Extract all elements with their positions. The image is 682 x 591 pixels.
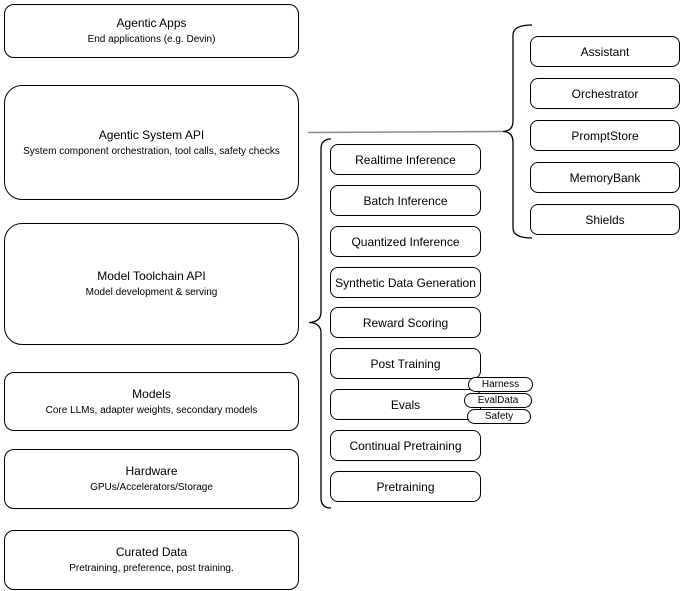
node-label: Quantized Inference bbox=[351, 234, 460, 249]
pill-label: Safety bbox=[484, 411, 514, 422]
toolchain-curly-brace-icon bbox=[308, 138, 332, 509]
node-label: Shields bbox=[585, 212, 625, 227]
node-title: Curated Data bbox=[115, 545, 188, 559]
node-pretraining: Pretraining bbox=[330, 471, 481, 502]
system-api-connector-line bbox=[307, 130, 504, 134]
node-reward-scoring: Reward Scoring bbox=[330, 307, 481, 338]
node-label: Orchestrator bbox=[571, 86, 639, 101]
pill-evaldata: EvalData bbox=[464, 393, 532, 408]
node-label: Continual Pretraining bbox=[349, 438, 462, 453]
node-title: Model Toolchain API bbox=[97, 269, 206, 283]
node-curated-data: Curated Data Pretraining, preference, po… bbox=[4, 530, 299, 590]
node-label: Evals bbox=[390, 397, 421, 412]
node-synthetic-data-generation: Synthetic Data Generation bbox=[330, 267, 481, 298]
node-label: MemoryBank bbox=[569, 170, 641, 185]
node-label: Synthetic Data Generation bbox=[335, 275, 476, 290]
node-shields: Shields bbox=[530, 204, 680, 235]
node-subtitle: End applications (e.g. Devin) bbox=[87, 34, 216, 45]
node-title: Models bbox=[132, 386, 171, 401]
node-hardware: Hardware GPUs/Accelerators/Storage bbox=[4, 449, 299, 509]
node-title: Hardware bbox=[125, 464, 178, 478]
components-curly-brace-icon bbox=[502, 24, 533, 239]
node-label: PromptStore bbox=[571, 128, 639, 143]
node-post-training: Post Training bbox=[330, 348, 481, 379]
node-models: Models Core LLMs, adapter weights, secon… bbox=[4, 372, 299, 431]
node-title: Agentic System API bbox=[98, 127, 205, 142]
pill-label: Harness bbox=[481, 379, 520, 390]
node-promptstore: PromptStore bbox=[530, 120, 680, 151]
node-subtitle: Core LLMs, adapter weights, secondary mo… bbox=[45, 404, 258, 416]
node-label: Realtime Inference bbox=[355, 152, 456, 167]
node-assistant: Assistant bbox=[530, 36, 680, 67]
node-orchestrator: Orchestrator bbox=[530, 78, 680, 109]
node-quantized-inference: Quantized Inference bbox=[330, 226, 481, 257]
node-label: Pretraining bbox=[376, 479, 435, 494]
node-memorybank: MemoryBank bbox=[530, 162, 680, 193]
node-agentic-apps: Agentic Apps End applications (e.g. Devi… bbox=[4, 4, 299, 58]
node-subtitle: Pretraining, preference, post training. bbox=[69, 563, 234, 574]
node-batch-inference: Batch Inference bbox=[330, 185, 481, 216]
node-subtitle: System component orchestration, tool cal… bbox=[23, 145, 280, 157]
pill-safety: Safety bbox=[467, 409, 531, 424]
node-label: Batch Inference bbox=[363, 193, 448, 208]
node-label: Reward Scoring bbox=[362, 315, 449, 330]
pill-harness: Harness bbox=[468, 377, 533, 392]
node-realtime-inference: Realtime Inference bbox=[330, 144, 481, 175]
node-label: Assistant bbox=[580, 44, 630, 59]
node-label: Post Training bbox=[370, 356, 441, 371]
node-title: Agentic Apps bbox=[116, 16, 187, 30]
node-subtitle: Model development & serving bbox=[85, 287, 218, 298]
node-continual-pretraining: Continual Pretraining bbox=[330, 430, 481, 461]
node-evals: Evals bbox=[330, 389, 481, 420]
node-subtitle: GPUs/Accelerators/Storage bbox=[90, 482, 213, 493]
node-agentic-system-api: Agentic System API System component orch… bbox=[4, 85, 299, 200]
node-model-toolchain-api: Model Toolchain API Model development & … bbox=[4, 223, 299, 345]
pill-label: EvalData bbox=[477, 395, 519, 406]
